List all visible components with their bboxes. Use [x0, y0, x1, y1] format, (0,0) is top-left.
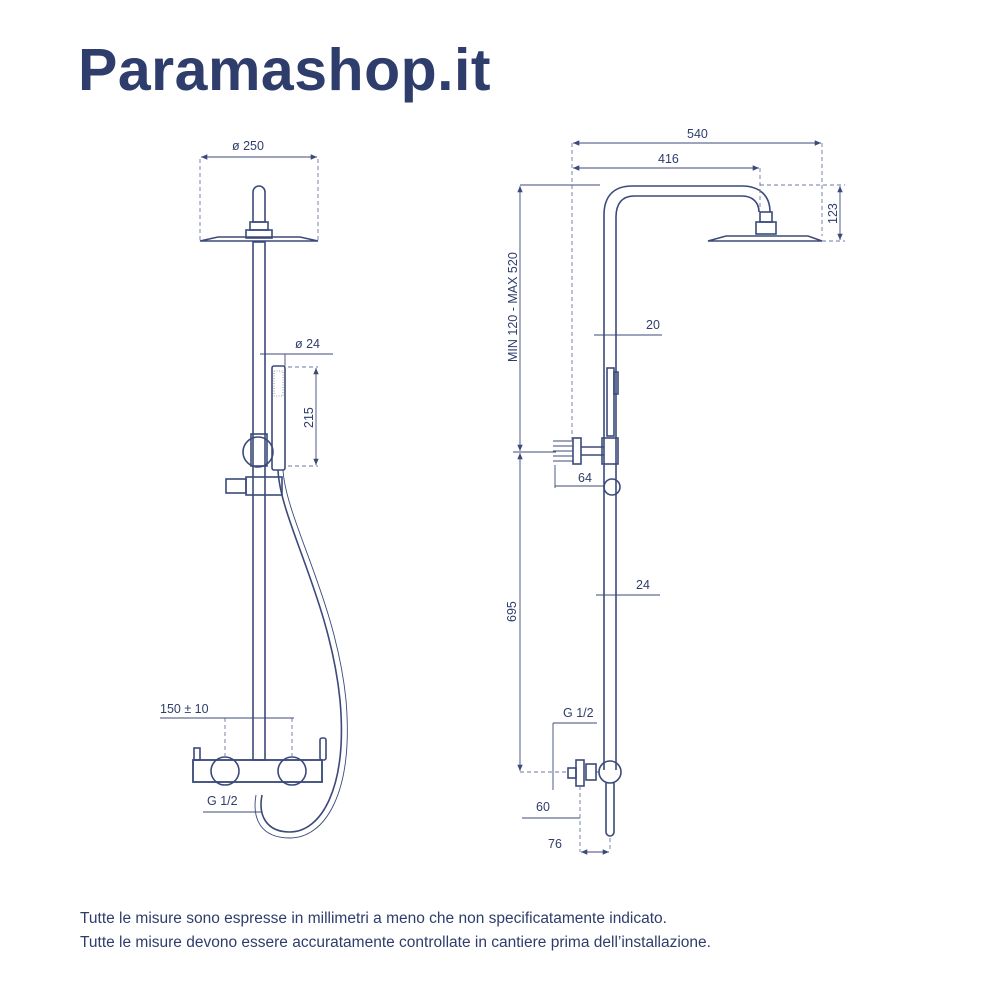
wall-bracket — [572, 437, 582, 465]
rain-shower-head-side — [707, 235, 823, 242]
pole-and-arm — [603, 185, 771, 770]
hand-shower — [271, 365, 286, 471]
brand-logo-text: Paramashop.it — [78, 37, 492, 103]
inlet-left — [210, 756, 240, 786]
wall-flange — [575, 759, 585, 787]
slider-knob-side — [603, 478, 621, 496]
diverter-valve — [598, 760, 622, 784]
shower-arm-top — [252, 185, 266, 223]
label-height-range: MIN 120 - MAX 520 — [506, 252, 520, 362]
slider-knob — [225, 478, 247, 494]
label-head-diameter: ø 250 — [232, 139, 264, 153]
label-arm-reach: 416 — [658, 152, 679, 166]
label-hand-length: 215 — [302, 407, 316, 428]
label-bracket-depth: 64 — [578, 471, 592, 485]
label-total-reach: 540 — [687, 127, 708, 141]
shower-hose — [260, 469, 343, 833]
inlet-right — [277, 756, 307, 786]
notes: Tutte le misure sono espresse in millime… — [80, 907, 711, 955]
front-view: ø 250 ø 24 215 150 ± 10 G 1/2 — [160, 139, 348, 839]
slider — [245, 476, 283, 496]
label-inlet-spacing: 150 ± 10 — [160, 702, 209, 716]
label-inlet-thread-right: G 1/2 — [563, 706, 594, 720]
label-pipe-upper: 20 — [646, 318, 660, 332]
label-hand-diameter: ø 24 — [295, 337, 320, 351]
head-connector — [245, 229, 273, 239]
label-pipe-lower: 24 — [636, 578, 650, 592]
label-lower-height: 695 — [505, 601, 519, 622]
label-wall-offset: 76 — [548, 837, 562, 851]
hand-shower-holder — [242, 436, 274, 468]
thermostatic-mixer — [192, 759, 323, 783]
note-line: Tutte le misure sono espresse in millime… — [80, 910, 667, 927]
side-view: 540 416 123 MIN 120 - MAX 520 695 20 64 — [505, 127, 845, 855]
hand-shower-side — [606, 367, 615, 437]
label-inlet-thread-left: G 1/2 — [207, 794, 238, 808]
note-line: Tutte le misure devono essere accuratame… — [80, 934, 711, 951]
head-nut — [249, 221, 269, 231]
main-pole — [252, 241, 266, 761]
valve-handle — [605, 783, 615, 837]
label-head-drop: 123 — [826, 203, 840, 224]
rain-shower-head — [199, 236, 319, 242]
label-inlet-offset: 60 — [536, 800, 550, 814]
